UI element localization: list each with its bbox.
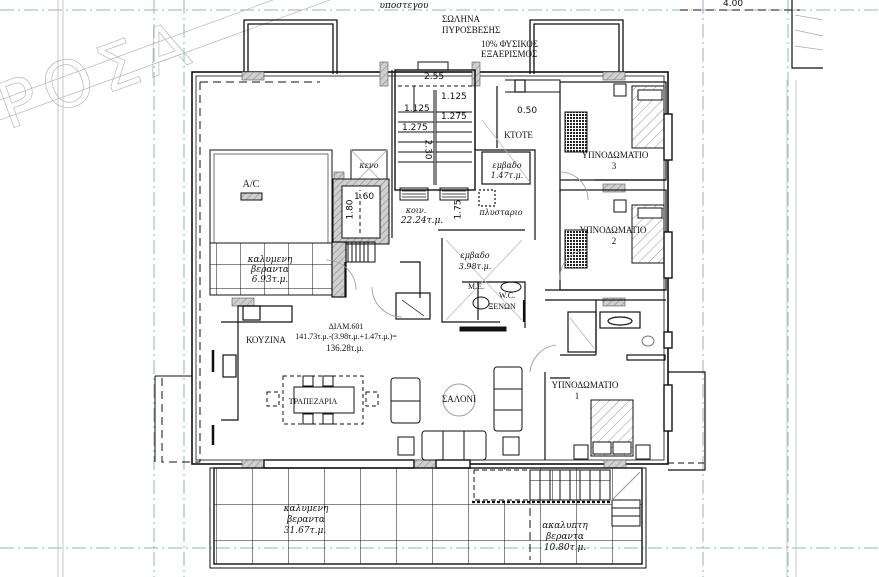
room-mech: Μ.Ε. (468, 282, 484, 291)
room-small-veranda-l2: βεραντα (251, 265, 289, 275)
room-common-l1: κοιν. (405, 206, 427, 215)
room-entrance-a-area: 1.47τ.μ. (490, 171, 524, 180)
room-bedroom1-l1: ΥΠΝΟΔΩΜΑΤΙΟ (551, 380, 619, 390)
room-guest-wc-l1: W.C. (498, 291, 516, 300)
dim-corridor: 1.75 (453, 199, 464, 220)
room-bedroom3-l2: 3 (611, 161, 617, 171)
room-large-veranda-l1: καλυμενη (283, 504, 329, 514)
room-entrance-b-l1: εμβαδο (460, 251, 490, 260)
dimension-top-right: 4.00 (723, 0, 744, 9)
room-open-veranda-area: 10.80τ.μ. (543, 543, 587, 553)
label-top-shed: υποστεγου (379, 1, 429, 11)
room-guest-wc-l2: ΞΕΝΩΝ (488, 302, 516, 311)
room-void: κενο (359, 161, 379, 170)
room-bedroom2-l2: 2 (611, 236, 617, 246)
dim-lift-width: 1.60 (354, 192, 375, 202)
apartment-area-formula: 141.73τ.μ.-(3.98τ.μ.+1.47τ.μ.)= (295, 332, 397, 341)
dim-stair-width: 2.55 (424, 72, 445, 82)
dim-lift-depth: 1.80 (345, 199, 356, 220)
label-ventilation-1: 10% ΦΥΣΙΚΟΣ (481, 39, 539, 49)
room-dining: ΤΡΑΠΕΖΑΡΙΑ (288, 397, 338, 406)
room-kitchen: ΚΟΥΖΙΝΑ (246, 335, 286, 345)
dim-stair-flight-a: 1.125 (404, 104, 430, 114)
apartment-id: ΔΙΑΜ.601 (328, 322, 364, 331)
room-ktote: ΚΤΟΤΕ (504, 130, 533, 140)
room-bedroom1-l2: 1 (574, 391, 580, 401)
label-fire-hose-2: ΠΥΡΟΣΒΕΣΗΣ (442, 25, 501, 35)
room-bedroom3-l1: ΥΠΝΟΔΩΜΑΤΙΟ (581, 150, 649, 160)
room-open-veranda-l1: ακαλυπτη (542, 521, 588, 531)
room-large-veranda-l2: βεραντα (287, 515, 325, 525)
room-small-veranda-l1: καλυμενη (247, 255, 293, 265)
dim-stair-run-a: 1.275 (402, 123, 428, 133)
dim-stair-flight-b: 1.125 (441, 92, 467, 102)
dim-stair-height: 2.30 (422, 139, 433, 160)
room-ac: A/C (242, 179, 260, 190)
room-entrance-b-area: 3.98τ.μ. (458, 262, 492, 271)
label-fire-hose-1: ΣΩΛΗΝΑ (442, 14, 480, 24)
room-living: ΣΑΛΟΝΙ (442, 394, 476, 404)
room-open-veranda-l2: βεραντα (546, 532, 584, 542)
room-large-veranda-area: 31.67τ.μ. (283, 526, 327, 536)
room-bedroom2-l1: ΥΠΝΟΔΩΜΑΤΙΟ (579, 225, 647, 235)
dim-stair-run-b: 1.275 (441, 112, 467, 122)
room-common-area: 22.24τ.μ. (400, 216, 444, 226)
room-entrance-a-l1: εμβαδο (492, 161, 522, 170)
label-ventilation-2: ΕΞΑΕΡΙΣΜΟΣ (481, 49, 538, 59)
room-small-veranda-area: 6.93τ.μ. (251, 275, 289, 285)
room-laundry: πλυσταριο (479, 208, 523, 217)
apartment-net-area: 136.28τ.μ. (326, 343, 364, 353)
dim-ktote: 0.50 (517, 106, 538, 116)
